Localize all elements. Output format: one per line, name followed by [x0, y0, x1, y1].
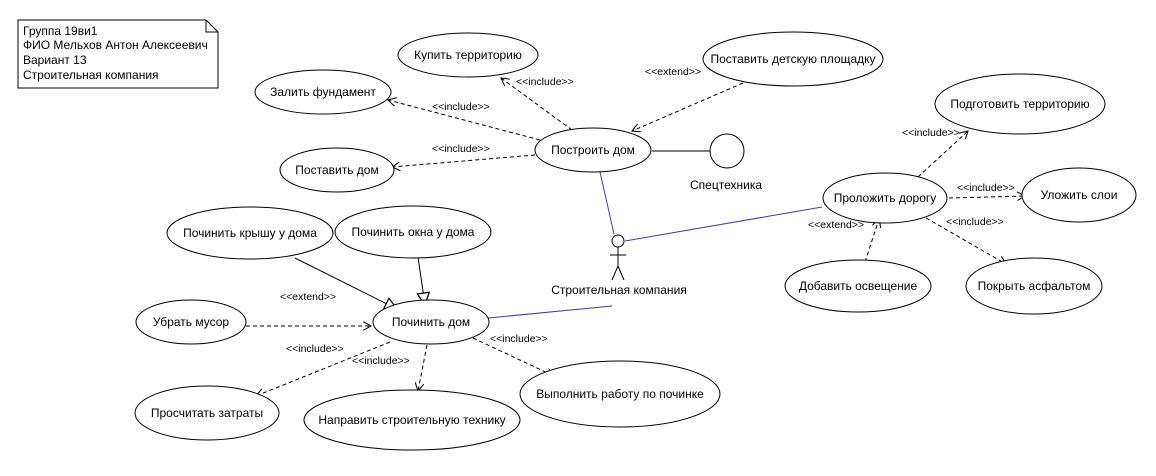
actor-circle-icon [709, 133, 745, 169]
label-extend: <<extend>> [280, 291, 336, 303]
use-case-label: Поставить дом [295, 163, 378, 177]
stereotype-labels: <<include>> <<include>> <<include>> <<ex… [280, 66, 1015, 367]
note-group: Группа 19ви1 [23, 24, 98, 38]
label-include: <<include>> [432, 101, 490, 113]
use-case-label: Направить строительную технику [318, 413, 505, 427]
use-case-label: Уложить слои [1041, 188, 1118, 202]
extend-lighting-to-road [864, 219, 879, 263]
use-case-label: Залить фундамент [270, 85, 376, 99]
use-case-fix-house[interactable]: Починить дом [372, 299, 490, 345]
association-company-build-house [599, 171, 615, 235]
dependencies [246, 78, 1025, 396]
use-case-label: Подготовить территорию [950, 97, 1089, 111]
generalization-roof-to-fix-house [294, 257, 397, 309]
extend-playground-to-build [632, 82, 744, 131]
use-case-label: Проложить дорогу [834, 191, 937, 205]
include-road-to-prepare [917, 131, 968, 178]
use-case-label: Просчитать затраты [151, 406, 263, 420]
include-road-to-asphalt [925, 217, 1006, 264]
include-fix-to-costs [256, 341, 391, 396]
use-case-playground[interactable]: Поставить детскую площадку [702, 31, 884, 87]
label-extend: <<extend>> [808, 219, 864, 231]
use-case-place-house[interactable]: Поставить дом [279, 147, 395, 193]
include-fix-to-repair-work [472, 337, 554, 376]
info-note: Группа 19ви1 ФИО Мельхов Антон Алексееви… [17, 19, 219, 89]
label-include: <<include>> [286, 343, 344, 355]
include-road-to-layers [948, 196, 1025, 198]
actor-label-company: Строительная компания [551, 283, 687, 297]
actor-head-icon [611, 234, 625, 248]
use-case-pour-foundation[interactable]: Залить фундамент [254, 69, 392, 115]
use-cases: Купить территорию Залить фундамент Поста… [134, 31, 1137, 451]
use-case-label: Добавить освещение [799, 279, 918, 293]
use-case-asphalt[interactable]: Покрыть асфальтом [965, 257, 1103, 315]
note-topic: Строительная компания [23, 68, 159, 82]
label-include: <<include>> [516, 76, 574, 88]
include-fix-to-send-equipment [418, 344, 428, 391]
use-case-fix-roof[interactable]: Починить крышу у дома [166, 206, 334, 260]
use-case-label: Поставить детскую площадку [710, 52, 875, 66]
label-include: <<include>> [490, 333, 548, 345]
use-case-lay-road[interactable]: Проложить дорогу [822, 172, 948, 224]
actor-label-equipment: Спецтехника [690, 178, 762, 192]
generalization-windows-to-fix-house [418, 256, 425, 305]
association-company-fix-house [487, 305, 613, 319]
use-case-label: Выполнить работу по починке [536, 387, 704, 401]
label-include: <<include>> [902, 127, 960, 139]
associations [487, 150, 823, 319]
use-case-label: Покрыть асфальтом [978, 279, 1091, 293]
actor-construction-company[interactable] [610, 234, 626, 281]
use-case-send-equipment[interactable]: Направить строительную технику [303, 389, 521, 451]
use-case-lay-layers[interactable]: Уложить слои [1021, 167, 1137, 223]
use-case-fix-windows[interactable]: Починить окна у дома [334, 205, 492, 259]
use-case-remove-trash[interactable]: Убрать мусор [135, 299, 247, 345]
include-build-to-buy-land [501, 78, 573, 131]
use-case-add-lighting[interactable]: Добавить освещение [784, 259, 932, 313]
use-case-prepare-land[interactable]: Подготовить территорию [934, 73, 1106, 135]
use-case-do-repair[interactable]: Выполнить работу по починке [519, 360, 721, 428]
use-case-build-house[interactable]: Построить дом [534, 127, 652, 173]
label-include: <<include>> [946, 216, 1004, 228]
generalizations [294, 256, 425, 309]
label-include: <<include>> [432, 143, 490, 155]
use-case-label: Починить дом [392, 315, 470, 329]
use-case-buy-land[interactable]: Купить территорию [397, 32, 539, 78]
note-variant: Вариант 13 [23, 53, 87, 67]
label-extend: <<extend>> [645, 66, 701, 78]
association-company-lay-road [624, 206, 823, 242]
use-case-calc-costs[interactable]: Просчитать затраты [134, 385, 280, 441]
label-include: <<include>> [352, 355, 410, 367]
use-case-label: Починить крышу у дома [183, 226, 317, 240]
use-case-label: Построить дом [551, 143, 635, 157]
label-include: <<include>> [957, 182, 1015, 194]
include-build-to-place-house [392, 154, 536, 167]
actor-special-equipment[interactable] [709, 133, 745, 169]
use-case-label: Купить территорию [414, 48, 522, 62]
use-case-label: Убрать мусор [153, 315, 229, 329]
note-student-name: ФИО Мельхов Антон Алексеевич [23, 38, 208, 52]
include-build-to-foundation [388, 100, 541, 141]
use-case-label: Починить окна у дома [352, 225, 475, 239]
